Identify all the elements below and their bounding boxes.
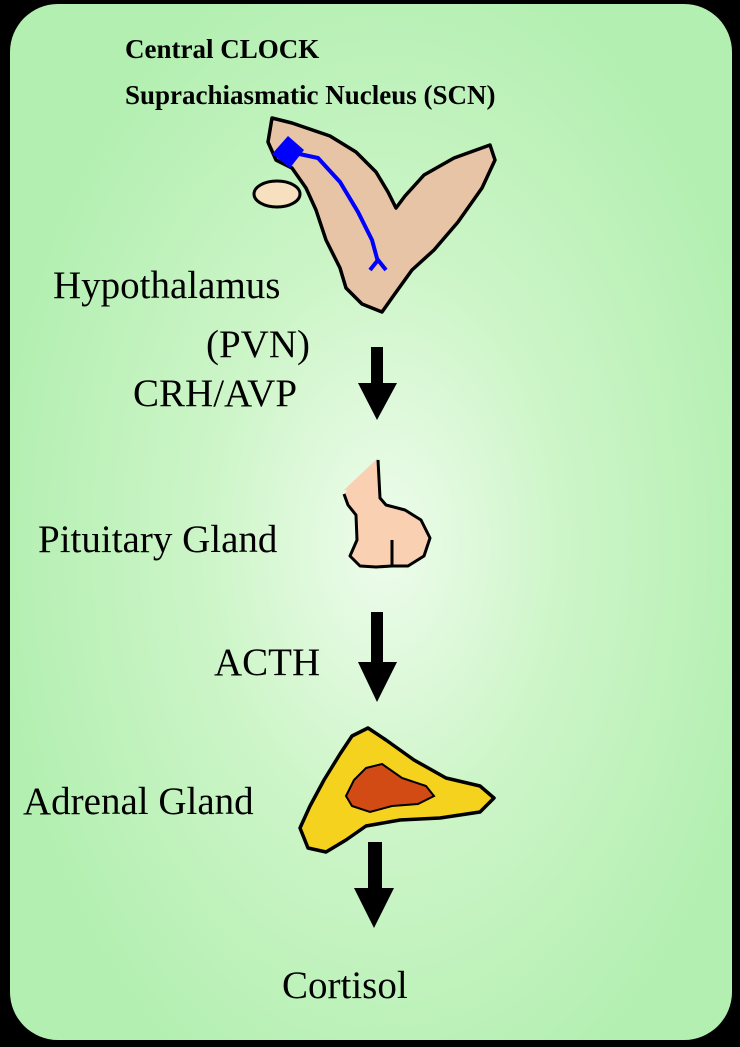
title-scn: Suprachiasmatic Nucleus (SCN): [125, 82, 496, 109]
pituitary-gland-shape: [344, 460, 430, 567]
label-pituitary-gland: Pituitary Gland: [38, 520, 277, 559]
label-acth: ACTH: [214, 643, 320, 682]
arrow-pituitary-to-adrenal: [358, 612, 397, 702]
label-adrenal-gland: Adrenal Gland: [23, 782, 254, 821]
arrow-hypothalamus-to-pituitary: [358, 347, 397, 420]
optic-chiasm-oval: [254, 181, 300, 207]
label-crh-avp: CRH/AVP: [133, 374, 297, 413]
label-hypothalamus: Hypothalamus: [53, 266, 280, 305]
label-cortisol: Cortisol: [282, 966, 408, 1005]
hypothalamus-shape: [268, 118, 495, 312]
arrow-adrenal-to-cortisol: [354, 842, 394, 928]
title-central-clock: Central CLOCK: [125, 36, 319, 63]
label-pvn: (PVN): [206, 325, 310, 364]
